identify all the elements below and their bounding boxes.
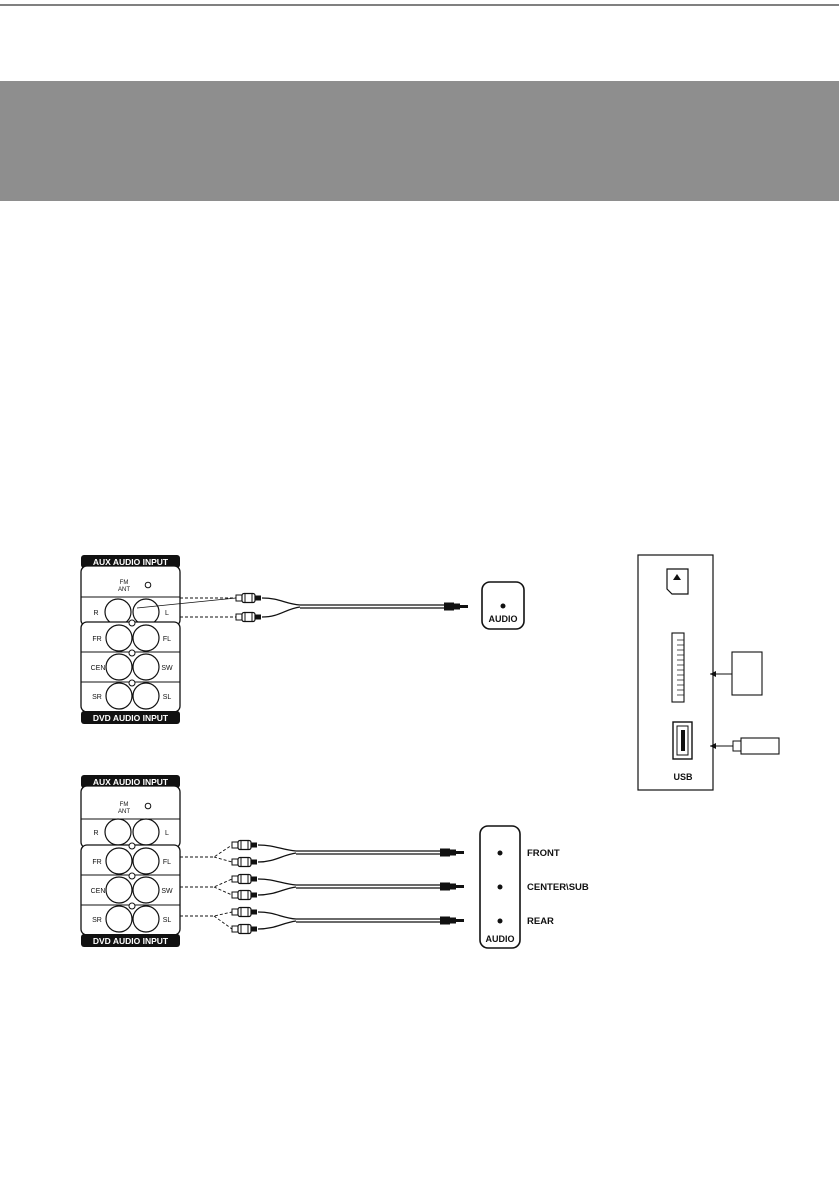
mini-plug — [444, 602, 468, 611]
aux-r-jack — [104, 598, 132, 626]
sl-label: SL — [163, 917, 172, 924]
sl-jack — [132, 905, 160, 933]
sw-label: SW — [161, 888, 173, 895]
l-label: L — [165, 830, 169, 837]
card-reader-slot — [671, 632, 685, 703]
l-label: L — [165, 610, 169, 617]
panel-title-bar — [81, 555, 180, 568]
fl-jack — [132, 847, 160, 875]
usb-stick-insert — [710, 737, 780, 755]
aux-panel-top: AUX AUDIO INPUT FM ANT R L FR FL CEN SW … — [80, 555, 181, 724]
fr-label: FR — [92, 636, 101, 643]
rear-out-jack — [497, 918, 503, 924]
fl-label: FL — [163, 859, 171, 866]
panel-footer: DVD AUDIO INPUT — [93, 936, 169, 946]
front-label: FRONT — [527, 848, 560, 859]
panel-title: AUX AUDIO INPUT — [93, 557, 169, 567]
sr-label: SR — [92, 694, 102, 701]
sl-jack — [132, 682, 160, 710]
sw-jack — [132, 653, 160, 681]
center-sub-label: CENTER\SUB — [527, 882, 589, 893]
aux-r-jack — [104, 818, 132, 846]
center-sub-cable — [180, 873, 464, 901]
rear-label: REAR — [527, 916, 554, 927]
rca-plug-white — [235, 592, 262, 604]
rear-cable — [180, 906, 464, 935]
sw-jack — [132, 876, 160, 904]
sr-jack — [105, 682, 133, 710]
front-out-jack — [497, 850, 503, 856]
usb-label: USB — [673, 772, 693, 782]
arrow-icon — [710, 743, 716, 749]
usb-stick-icon — [740, 737, 780, 755]
r-label: R — [93, 610, 98, 617]
fl-jack — [132, 624, 160, 652]
ant-label: ANT — [118, 809, 130, 815]
memory-card-icon — [731, 651, 763, 696]
cen-label: CEN — [91, 665, 106, 672]
fl-label: FL — [163, 636, 171, 643]
memory-card-insert — [710, 651, 763, 696]
sr-jack — [105, 905, 133, 933]
panel-footer: DVD AUDIO INPUT — [93, 713, 169, 723]
audio-label: AUDIO — [486, 934, 515, 944]
sr-label: SR — [92, 917, 102, 924]
center-sub-out-jack — [497, 884, 503, 890]
fm-label: FM — [120, 580, 129, 586]
front-cable — [180, 839, 464, 868]
audio-source-bottom: AUDIO FRONT CENTER\SUB REAR — [479, 825, 589, 949]
audio-label: AUDIO — [489, 614, 518, 624]
r-label: R — [93, 830, 98, 837]
side-panel: USB — [637, 554, 714, 791]
fm-ant-jack — [144, 581, 152, 589]
rca-plug-red — [235, 611, 262, 623]
top-rule — [0, 0, 839, 10]
sw-label: SW — [161, 665, 173, 672]
audio-out-jack — [500, 603, 506, 609]
header-band — [0, 81, 839, 201]
sl-label: SL — [163, 694, 172, 701]
aux-l-jack — [132, 598, 160, 626]
arrow-icon — [710, 671, 716, 677]
fr-jack — [105, 847, 133, 875]
panel-footer-bar — [81, 711, 180, 724]
fr-jack — [105, 624, 133, 652]
aux-cable-top — [136, 592, 468, 623]
aux-panel-bottom: AUX AUDIO INPUT FM ANT R L FR FL CEN SW … — [80, 775, 181, 947]
ant-label: ANT — [118, 587, 130, 593]
fm-label: FM — [120, 802, 129, 808]
cen-jack — [105, 876, 133, 904]
cen-jack — [105, 653, 133, 681]
aux-l-jack — [132, 818, 160, 846]
fm-ant-jack — [144, 802, 152, 810]
audio-source-top: AUDIO — [481, 581, 525, 630]
sd-card-slot — [666, 568, 689, 595]
cen-label: CEN — [91, 888, 106, 895]
fr-label: FR — [92, 859, 101, 866]
panel-title: AUX AUDIO INPUT — [93, 777, 169, 787]
eject-icon — [673, 574, 681, 580]
